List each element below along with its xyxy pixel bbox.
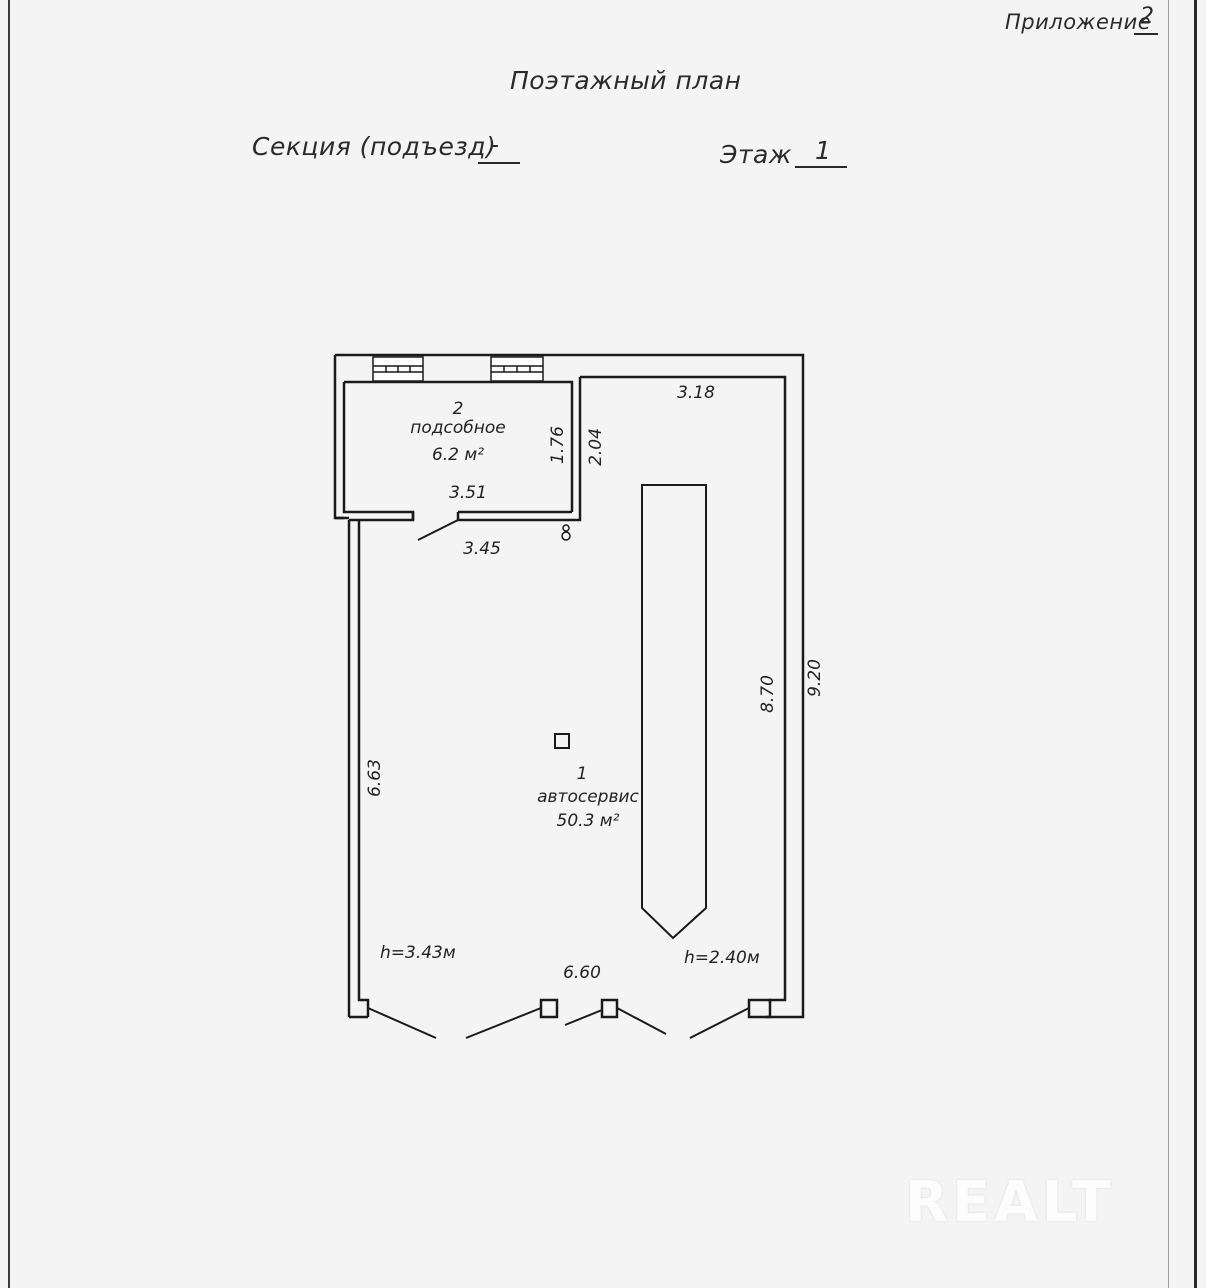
- attachment-number-underline: [1134, 33, 1158, 35]
- section-underline: [478, 162, 520, 164]
- attachment-label: Приложение: [1005, 10, 1152, 34]
- section-value: -: [490, 130, 500, 159]
- section-label: Секция (подъезд): [252, 132, 497, 161]
- floor-underline: [795, 166, 847, 168]
- room2-area: 6.2 м²: [432, 445, 484, 465]
- top-windows: [372, 356, 544, 382]
- riser-symbol: [561, 524, 571, 541]
- page-title: Поэтажный план: [510, 66, 742, 95]
- floor-label: Этаж: [720, 140, 792, 169]
- dim-top-width: 3.18: [677, 383, 715, 403]
- dim-left-height: 6.63: [365, 759, 385, 797]
- height-right: h=2.40м: [684, 948, 760, 968]
- height-left: h=3.43м: [380, 943, 456, 963]
- dim-bottom-width: 6.60: [563, 963, 601, 983]
- room2-number: 2: [453, 399, 464, 419]
- column-mark: [554, 733, 570, 749]
- realt-watermark: REALT: [905, 1170, 1115, 1235]
- dim-outer-right-height: 9.20: [805, 659, 825, 697]
- service-pit: [641, 484, 707, 940]
- sheet-border-left: [8, 0, 10, 1288]
- dim-room2-height: 1.76: [548, 426, 568, 464]
- room2-name: подсобное: [410, 418, 505, 438]
- floor-value: 1: [815, 136, 832, 165]
- dim-inner-right-height: 8.70: [758, 675, 778, 713]
- outer-walls: [333, 353, 805, 1019]
- door-swings: [367, 519, 750, 1039]
- sheet-border-right: [1194, 0, 1197, 1288]
- sheet-border-inner-right: [1168, 0, 1169, 1288]
- attachment-number: 2: [1140, 4, 1155, 29]
- dim-room2-width: 3.51: [449, 483, 487, 503]
- dim-room2-outer-height: 2.04: [586, 428, 606, 466]
- room1-number: 1: [577, 764, 588, 784]
- dim-opening-width: 3.45: [463, 539, 501, 559]
- room1-name: автосервис: [537, 787, 639, 807]
- room1-area: 50.3 м²: [557, 811, 620, 831]
